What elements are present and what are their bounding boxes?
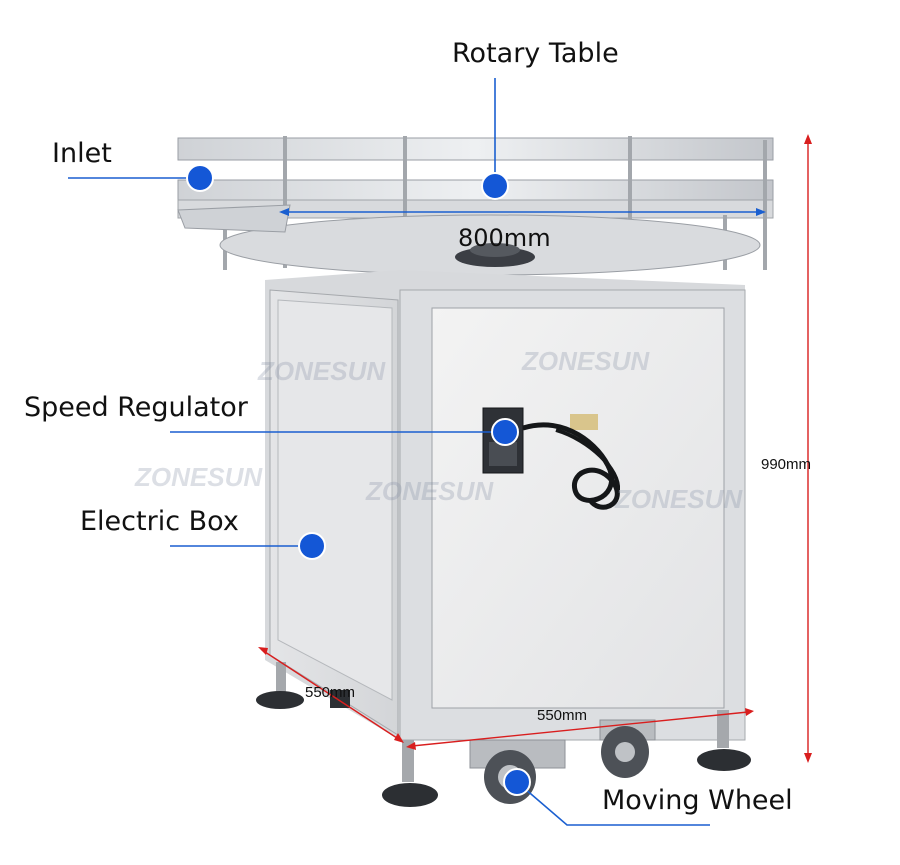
diameter-line [279,208,766,216]
electric-box-label: Electric Box [80,506,239,537]
moving-wheel-label: Moving Wheel [602,785,793,816]
cabinet [265,270,746,741]
legs [256,662,751,807]
inlet-label: Inlet [52,138,112,169]
inlet-marker [186,164,214,192]
moving-wheel-marker [503,768,531,796]
diameter-label: 800mm [458,224,551,252]
callout-markers [186,164,531,796]
watermark: ZONESUN [258,356,386,386]
watermark: ZONESUN [522,346,650,376]
height-label: 990mm [761,456,812,473]
leader-lines [68,78,710,826]
dimension-lines [258,134,812,763]
watermark: ZONESUN [135,462,263,492]
watermark: ZONESUN [366,476,494,506]
depth-label: 550mm [305,684,356,701]
rotary-table [177,136,774,276]
speed-regulator-marker [491,418,519,446]
width-label: 550mm [537,707,588,724]
rotary-table-marker [481,172,509,200]
watermark: ZONESUN [615,484,743,514]
rotary-table-label: Rotary Table [452,38,619,69]
speed-regulator-label: Speed Regulator [24,392,248,423]
electric-box-marker [298,532,326,560]
